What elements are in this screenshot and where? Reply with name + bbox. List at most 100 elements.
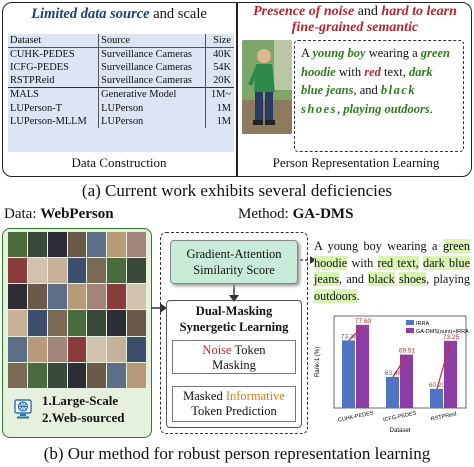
data-label: 73.25 bbox=[443, 334, 460, 341]
person-thumbnail bbox=[27, 258, 47, 284]
person-thumbnail bbox=[127, 284, 146, 310]
rank1-bar-chart: Rank-1 (%)Dataset73.3877.60CUHK-PEDES63.… bbox=[315, 315, 469, 434]
person-thumbnail bbox=[127, 310, 146, 336]
heading-emphasis: hard to learn fine-grained semantic bbox=[291, 4, 457, 35]
method-label: Method: GA-DMS bbox=[238, 206, 418, 223]
column-header: Source bbox=[98, 34, 206, 48]
category-tick: RSTPReid bbox=[430, 411, 457, 422]
data-label: Data: WebPerson bbox=[4, 206, 164, 223]
highlighted-phrase: black bbox=[368, 272, 395, 286]
person-thumbnail bbox=[8, 284, 27, 310]
dm-title-line: Synergetic Learning bbox=[179, 320, 289, 334]
caption-text: with bbox=[351, 255, 374, 270]
table-cell: Surveillance Cameras bbox=[98, 47, 206, 61]
person-thumbnail bbox=[67, 232, 87, 258]
table-cell: MALS bbox=[8, 87, 99, 102]
person-thumbnail bbox=[8, 310, 27, 336]
category-tick: ICFG-PEDES bbox=[383, 411, 417, 424]
person-thumbnail bbox=[67, 284, 87, 310]
box-text: Masking bbox=[212, 358, 256, 372]
box-text: Token bbox=[234, 343, 266, 357]
subfigure-a-caption: (a) Current work exhibits several defici… bbox=[81, 181, 393, 200]
person-thumbnail bbox=[107, 258, 127, 284]
person-thumbnail bbox=[107, 336, 127, 362]
heading-rest: and scale bbox=[153, 6, 207, 22]
person-thumbnail bbox=[107, 232, 127, 258]
person-thumbnail bbox=[27, 232, 47, 258]
column-header: Size bbox=[204, 34, 234, 48]
dataset-name: WebPerson bbox=[40, 206, 114, 222]
heading-emphasis: Limited data source bbox=[31, 6, 150, 22]
legend-entry: IRRA bbox=[416, 321, 429, 327]
improvement-arrow bbox=[348, 326, 363, 341]
person-thumbnail bbox=[47, 258, 67, 284]
table-cell: LUPerson bbox=[98, 101, 206, 115]
person-thumbnail bbox=[8, 232, 27, 258]
person-thumbnail bbox=[87, 232, 107, 258]
gradient-attention-box: Gradient-Attention Similarity Score bbox=[170, 240, 298, 284]
caption-text: . bbox=[356, 288, 360, 303]
person-thumbnail bbox=[67, 336, 87, 362]
person-thumbnail bbox=[27, 284, 47, 310]
caption-text: , and bbox=[339, 272, 364, 286]
table-row: RSTPReid Surveillance Cameras 20K bbox=[8, 74, 234, 88]
dual-masking-box bbox=[166, 300, 302, 428]
table-cell: Surveillance Cameras bbox=[98, 74, 206, 88]
person-thumbnail bbox=[127, 258, 146, 284]
bar bbox=[342, 340, 355, 408]
person-thumbnail bbox=[87, 310, 107, 336]
panel-divider bbox=[236, 2, 238, 177]
person-thumbnail bbox=[67, 258, 87, 284]
method-connectors bbox=[229, 256, 316, 302]
data-label-prefix: Data: bbox=[4, 206, 37, 222]
person-thumbnail bbox=[67, 362, 87, 388]
caption-text: wearing a bbox=[368, 46, 418, 60]
table-cell: LUPerson-T bbox=[10, 102, 62, 114]
person-thumbnail bbox=[47, 284, 67, 310]
bar bbox=[386, 376, 399, 408]
box-text: Token bbox=[191, 404, 223, 418]
globe-icon bbox=[12, 398, 34, 420]
person-thumbnail bbox=[127, 336, 146, 362]
noise-word: Noise bbox=[202, 343, 232, 357]
caption-text: . bbox=[429, 101, 433, 116]
table-row: LUPerson-MLLM LUPerson 1M bbox=[8, 114, 234, 129]
person-thumbnail bbox=[47, 310, 67, 336]
dataset-features: 1.Large-Scale 2.Web-sourced bbox=[42, 392, 150, 426]
person-thumbnail bbox=[107, 284, 127, 310]
table-cell: 54K bbox=[204, 61, 234, 75]
caption-phrase: dark blue jeans bbox=[301, 64, 433, 98]
caption-text: A bbox=[301, 46, 310, 60]
highlighted-phrase: outdoors bbox=[314, 288, 357, 303]
bar bbox=[400, 354, 413, 408]
method-name: GA-DMS bbox=[292, 206, 354, 222]
person-thumbnail bbox=[87, 336, 107, 362]
caption-phrase: green hoodie bbox=[301, 46, 450, 79]
person-thumbnail bbox=[8, 336, 27, 362]
data-label: 60.20 bbox=[429, 382, 446, 389]
table-cell: 1M~ bbox=[204, 87, 234, 102]
legend-swatch bbox=[406, 320, 414, 325]
representation-learning-caption: Person Representation Learning bbox=[272, 155, 440, 170]
bar bbox=[444, 340, 457, 408]
person-thumbnail bbox=[87, 258, 107, 284]
person-thumbnail bbox=[47, 362, 67, 388]
person-thumbnail bbox=[8, 362, 27, 388]
data-construction-caption: Data Construction bbox=[71, 155, 167, 170]
informative-word: Informative bbox=[225, 389, 285, 403]
noisy-caption-box: A young boy wearing a green hoodie with … bbox=[294, 40, 464, 152]
heading-rest: and bbox=[357, 4, 378, 19]
table-cell: CUHK-PEDES bbox=[10, 49, 75, 60]
caption-phrase: black shoes bbox=[301, 83, 417, 116]
heading-emphasis: Presence of noise bbox=[253, 4, 355, 19]
data-label: 69.51 bbox=[399, 348, 416, 355]
x-axis-label: Dataset bbox=[390, 428, 411, 434]
data-limit-heading: Limited data source and scale bbox=[4, 6, 234, 23]
person-thumbnail bbox=[87, 284, 107, 310]
table-row: CUHK-PEDES Surveillance Cameras 40K bbox=[8, 47, 234, 61]
box-text: Masked bbox=[183, 389, 223, 403]
table-cell: RSTPReid bbox=[10, 75, 55, 87]
person-thumbnail bbox=[107, 362, 127, 388]
table-cell: 20K bbox=[204, 74, 234, 88]
ga-title-line: Gradient-Attention bbox=[186, 247, 282, 261]
